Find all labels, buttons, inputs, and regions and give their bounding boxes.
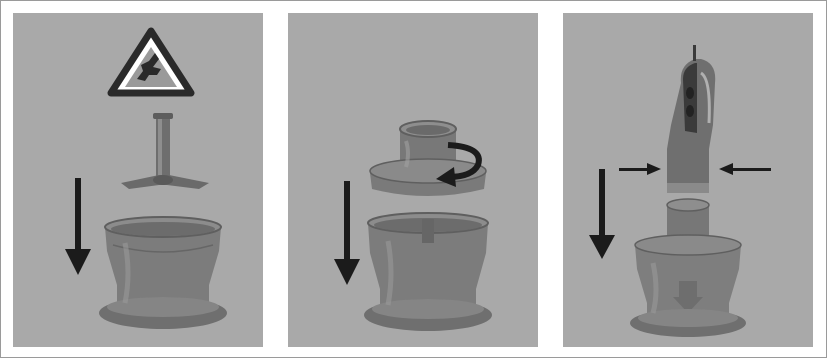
down-arrow-icon (65, 178, 91, 275)
step-1-panel (13, 13, 263, 347)
down-arrow-icon (589, 169, 615, 259)
chopper-bowl-with-blade (364, 213, 492, 331)
chopper-bowl (99, 217, 227, 329)
chopper-assembly (630, 199, 746, 337)
step-3-panel (563, 13, 813, 347)
gearbox-lid (370, 121, 486, 196)
step-2-panel (288, 13, 538, 347)
chopper-blade (121, 113, 209, 189)
motor-handle (667, 45, 715, 193)
warning-triangle-icon (111, 31, 191, 93)
down-arrow-icon (334, 181, 360, 285)
